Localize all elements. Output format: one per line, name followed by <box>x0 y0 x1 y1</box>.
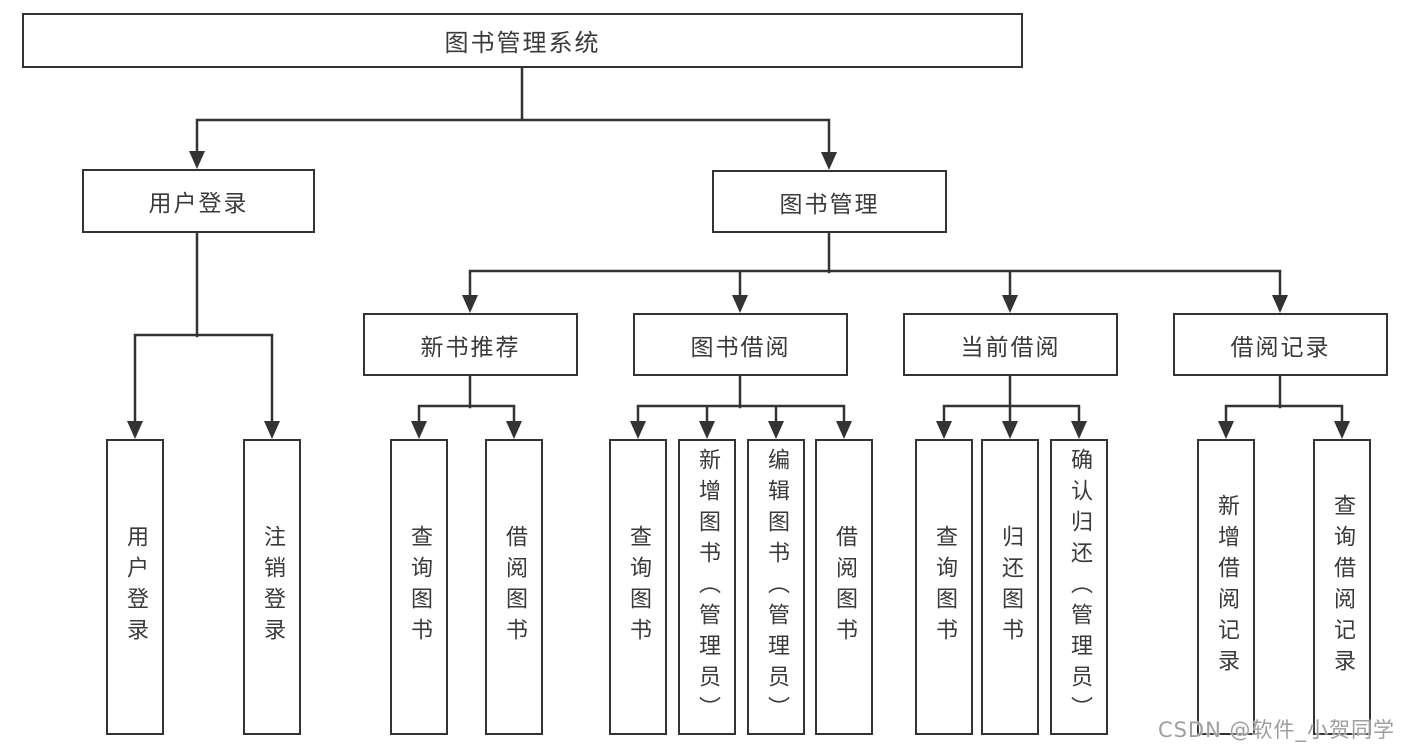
node-current-borrow: 当前借阅 <box>903 313 1118 376</box>
leaf-user-login: 用户登录 <box>106 439 164 735</box>
node-root-system: 图书管理系统 <box>22 13 1023 68</box>
leaf-newbook-query-book: 查询图书 <box>390 439 448 735</box>
node-user-login-label: 用户登录 <box>148 191 249 217</box>
leaf-current-return-book-label: 归还图书 <box>998 525 1023 649</box>
leaf-borrow-add-book-admin: 新增图书（管理员） <box>678 439 736 735</box>
leaf-current-query-book: 查询图书 <box>915 439 973 735</box>
node-root-label: 图书管理系统 <box>444 29 601 57</box>
node-book-borrow: 图书借阅 <box>633 313 848 376</box>
leaf-newbook-query-book-label: 查询图书 <box>407 525 432 649</box>
node-book-borrow-label: 图书借阅 <box>690 334 791 361</box>
node-book-management: 图书管理 <box>712 170 947 233</box>
leaf-borrow-edit-book-admin-label: 编辑图书（管理员） <box>764 447 789 727</box>
watermark: CSDN @软件_小贺同学 <box>1157 718 1395 742</box>
node-current-borrow-label: 当前借阅 <box>960 334 1061 361</box>
node-borrow-records-label: 借阅记录 <box>1230 334 1331 361</box>
leaf-current-return-book: 归还图书 <box>981 439 1039 735</box>
leaf-borrow-edit-book-admin: 编辑图书（管理员） <box>747 439 805 735</box>
leaf-records-add-record: 新增借阅记录 <box>1197 439 1255 735</box>
node-new-book-recommend: 新书推荐 <box>363 313 578 376</box>
leaf-current-confirm-return-admin: 确认归还（管理员） <box>1050 439 1108 735</box>
leaf-records-query-record-label: 查询借阅记录 <box>1330 494 1355 680</box>
leaf-records-query-record: 查询借阅记录 <box>1313 439 1371 735</box>
leaf-borrow-query-book-label: 查询图书 <box>626 525 651 649</box>
leaf-logout: 注销登录 <box>243 439 301 735</box>
leaf-logout-label: 注销登录 <box>260 525 285 649</box>
node-user-login: 用户登录 <box>82 169 315 233</box>
leaf-borrow-borrow-book: 借阅图书 <box>815 439 873 735</box>
leaf-borrow-add-book-admin-label: 新增图书（管理员） <box>695 447 720 727</box>
node-borrow-records: 借阅记录 <box>1173 313 1388 376</box>
leaf-current-confirm-return-admin-label: 确认归还（管理员） <box>1067 447 1092 727</box>
leaf-records-add-record-label: 新增借阅记录 <box>1214 494 1239 680</box>
leaf-borrow-query-book: 查询图书 <box>609 439 667 735</box>
node-book-management-label: 图书管理 <box>779 191 880 218</box>
leaf-newbook-borrow-book: 借阅图书 <box>485 439 543 735</box>
leaf-current-query-book-label: 查询图书 <box>932 525 957 649</box>
node-new-book-recommend-label: 新书推荐 <box>420 334 521 361</box>
leaf-borrow-borrow-book-label: 借阅图书 <box>832 525 857 649</box>
leaf-newbook-borrow-book-label: 借阅图书 <box>502 525 527 649</box>
leaf-user-login-label: 用户登录 <box>123 525 148 649</box>
